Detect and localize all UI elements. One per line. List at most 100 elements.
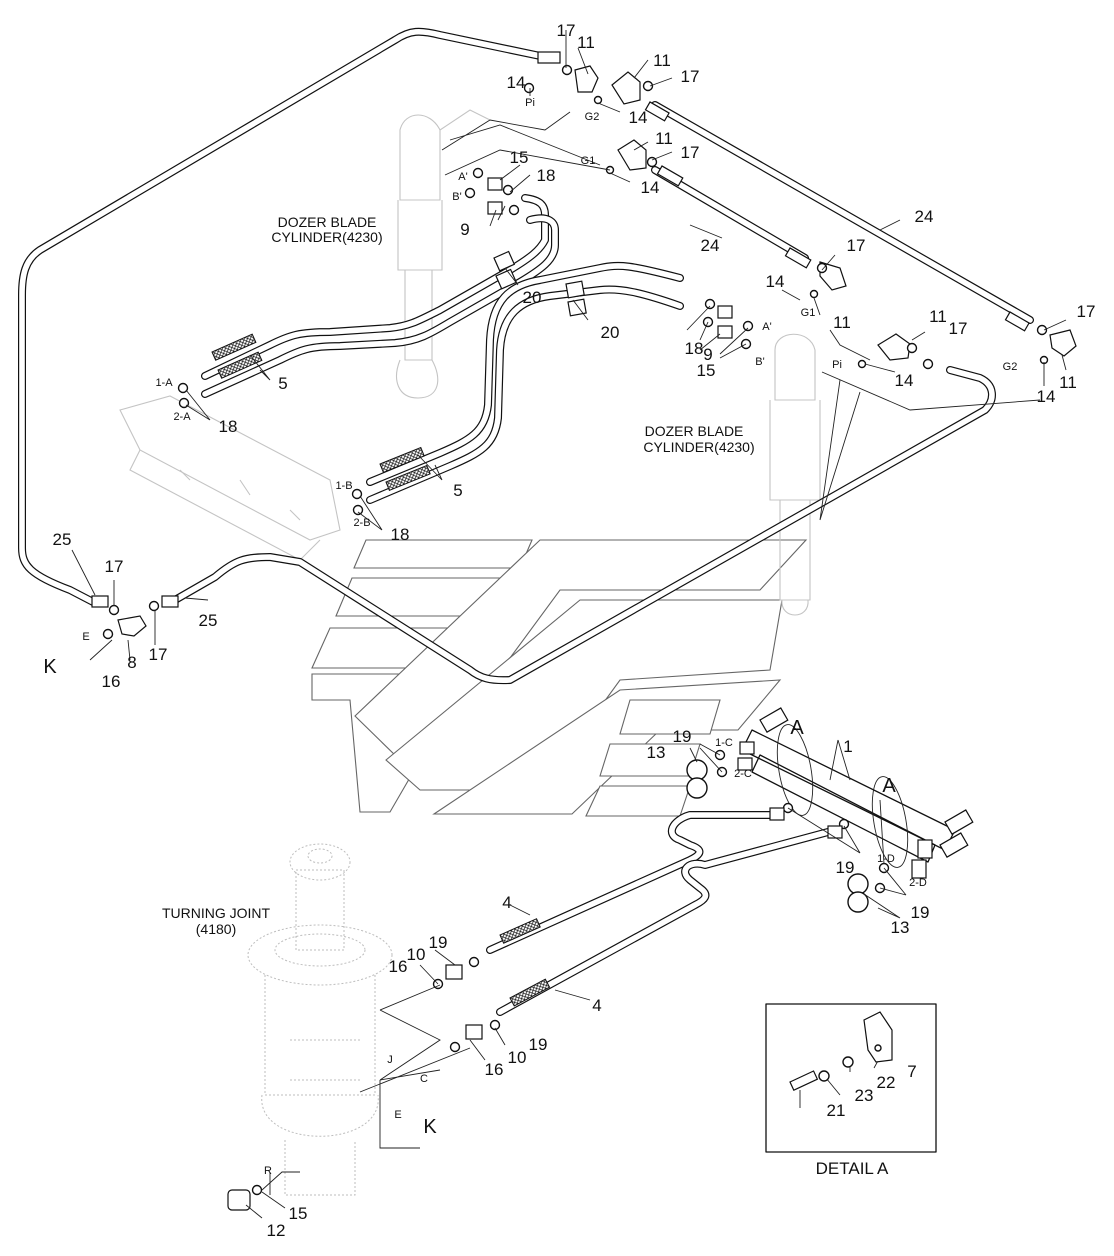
part-16: 16 [102, 672, 121, 691]
fittings [91, 51, 1077, 1211]
part-18: 18 [685, 339, 704, 358]
port-1b: 1-B [335, 480, 352, 492]
part-19: 19 [529, 1035, 548, 1054]
section-k-bottom: K [423, 1116, 437, 1138]
port-e-left: E [82, 631, 89, 643]
part-8: 8 [127, 653, 136, 672]
hoses-5-right-pair [366, 261, 684, 504]
part-9: 9 [460, 220, 469, 239]
part-20: 20 [523, 288, 542, 307]
part-1: 1 [843, 737, 852, 756]
port-r: R [264, 1165, 272, 1177]
port-labels: Pi G2 G1 A' B' G1 A' B' Pi G2 1-A 2-A 1-… [82, 97, 1017, 1177]
port-g2-right: G2 [1003, 361, 1018, 373]
part-16: 16 [389, 957, 408, 976]
part-25: 25 [199, 611, 218, 630]
part-13: 13 [647, 743, 666, 762]
port-j: J [387, 1054, 393, 1066]
part-17: 17 [847, 236, 866, 255]
part-19: 19 [836, 858, 855, 877]
port-a-prime-right: A' [762, 321, 771, 333]
dozer-blade-ghost [119, 395, 341, 561]
part-11: 11 [929, 307, 947, 326]
part-11: 11 [833, 313, 851, 332]
part-5: 5 [278, 374, 287, 393]
part-24: 24 [701, 236, 720, 255]
part-17: 17 [149, 645, 168, 664]
manifold-1 [741, 707, 974, 879]
logo-watermark [311, 539, 808, 817]
cyl-top-label: DOZER BLADE [278, 214, 377, 230]
part-23: 23 [855, 1086, 874, 1105]
part-18: 18 [537, 166, 556, 185]
cyl-top-label-2: CYLINDER(4230) [271, 229, 382, 245]
port-b-prime-right: B' [755, 356, 764, 368]
hoses-4-lower [486, 811, 832, 1016]
part-17: 17 [105, 557, 124, 576]
part-20: 20 [601, 323, 620, 342]
port-g1-top: G1 [581, 155, 596, 167]
part-5: 5 [453, 481, 462, 500]
part-17: 17 [1077, 302, 1096, 321]
part-21: 21 [827, 1101, 846, 1120]
turning-joint-ghost [247, 843, 393, 1196]
titles: DOZER BLADE CYLINDER(4230) DOZER BLADE C… [43, 214, 896, 1178]
part-17: 17 [681, 67, 700, 86]
part-14: 14 [641, 178, 660, 197]
section-a-right: A [882, 775, 896, 797]
part-22: 22 [877, 1073, 896, 1092]
dozer-cylinder-left-ghost [396, 109, 491, 399]
part-10: 10 [508, 1048, 527, 1067]
part-11: 11 [1059, 373, 1077, 392]
part-17: 17 [949, 319, 968, 338]
part-7: 7 [907, 1062, 916, 1081]
section-k-left: K [43, 656, 57, 678]
part-14: 14 [629, 108, 648, 127]
part-13: 13 [891, 918, 910, 937]
part-11: 11 [577, 33, 595, 52]
part-14: 14 [507, 73, 526, 92]
port-2b: 2-B [353, 517, 370, 529]
dozer-cylinder-right-ghost [769, 333, 821, 616]
part-12: 12 [267, 1221, 286, 1240]
part-25: 25 [53, 530, 72, 549]
hose-25-long-route [18, 27, 996, 685]
part-17: 17 [557, 21, 576, 40]
port-pi-top: Pi [525, 97, 535, 109]
part-14: 14 [766, 272, 785, 291]
part-15: 15 [510, 148, 529, 167]
port-pi-right: Pi [832, 359, 842, 371]
part-9-b: 9 [703, 345, 712, 364]
part-11: 11 [653, 51, 671, 70]
port-g2-top: G2 [585, 111, 600, 123]
port-1a: 1-A [155, 377, 173, 389]
part-19: 19 [673, 727, 692, 746]
port-2c: 2-C [734, 768, 752, 780]
hose-24-upper [644, 101, 1034, 332]
part-14: 14 [895, 371, 914, 390]
part-14: 14 [1037, 387, 1056, 406]
port-g1-right: G1 [801, 307, 816, 319]
part-15: 15 [289, 1204, 308, 1223]
port-1c: 1-C [715, 737, 733, 749]
cyl-right-label: DOZER BLADE [645, 423, 744, 439]
detail-a-label: DETAIL A [816, 1159, 889, 1178]
part-10: 10 [407, 945, 426, 964]
part-19: 19 [911, 903, 930, 922]
port-2a: 2-A [173, 411, 191, 423]
part-17: 17 [681, 143, 700, 162]
port-c: C [420, 1073, 428, 1085]
part-numbers: 17 11 11 17 14 14 11 17 15 14 18 9 24 24… [53, 21, 1096, 1240]
port-a-prime-top: A' [458, 171, 467, 183]
tj-label: TURNING JOINT [162, 905, 271, 921]
callout-leaders [71, 30, 1067, 1219]
section-a-left: A [790, 717, 804, 739]
port-1d: 1-D [877, 853, 895, 865]
tj-label-2: (4180) [196, 921, 236, 937]
port-e-bottom: E [394, 1109, 401, 1121]
part-15: 15 [697, 361, 716, 380]
detail-a [765, 1003, 937, 1153]
part-18: 18 [391, 525, 410, 544]
part-24: 24 [915, 207, 934, 226]
